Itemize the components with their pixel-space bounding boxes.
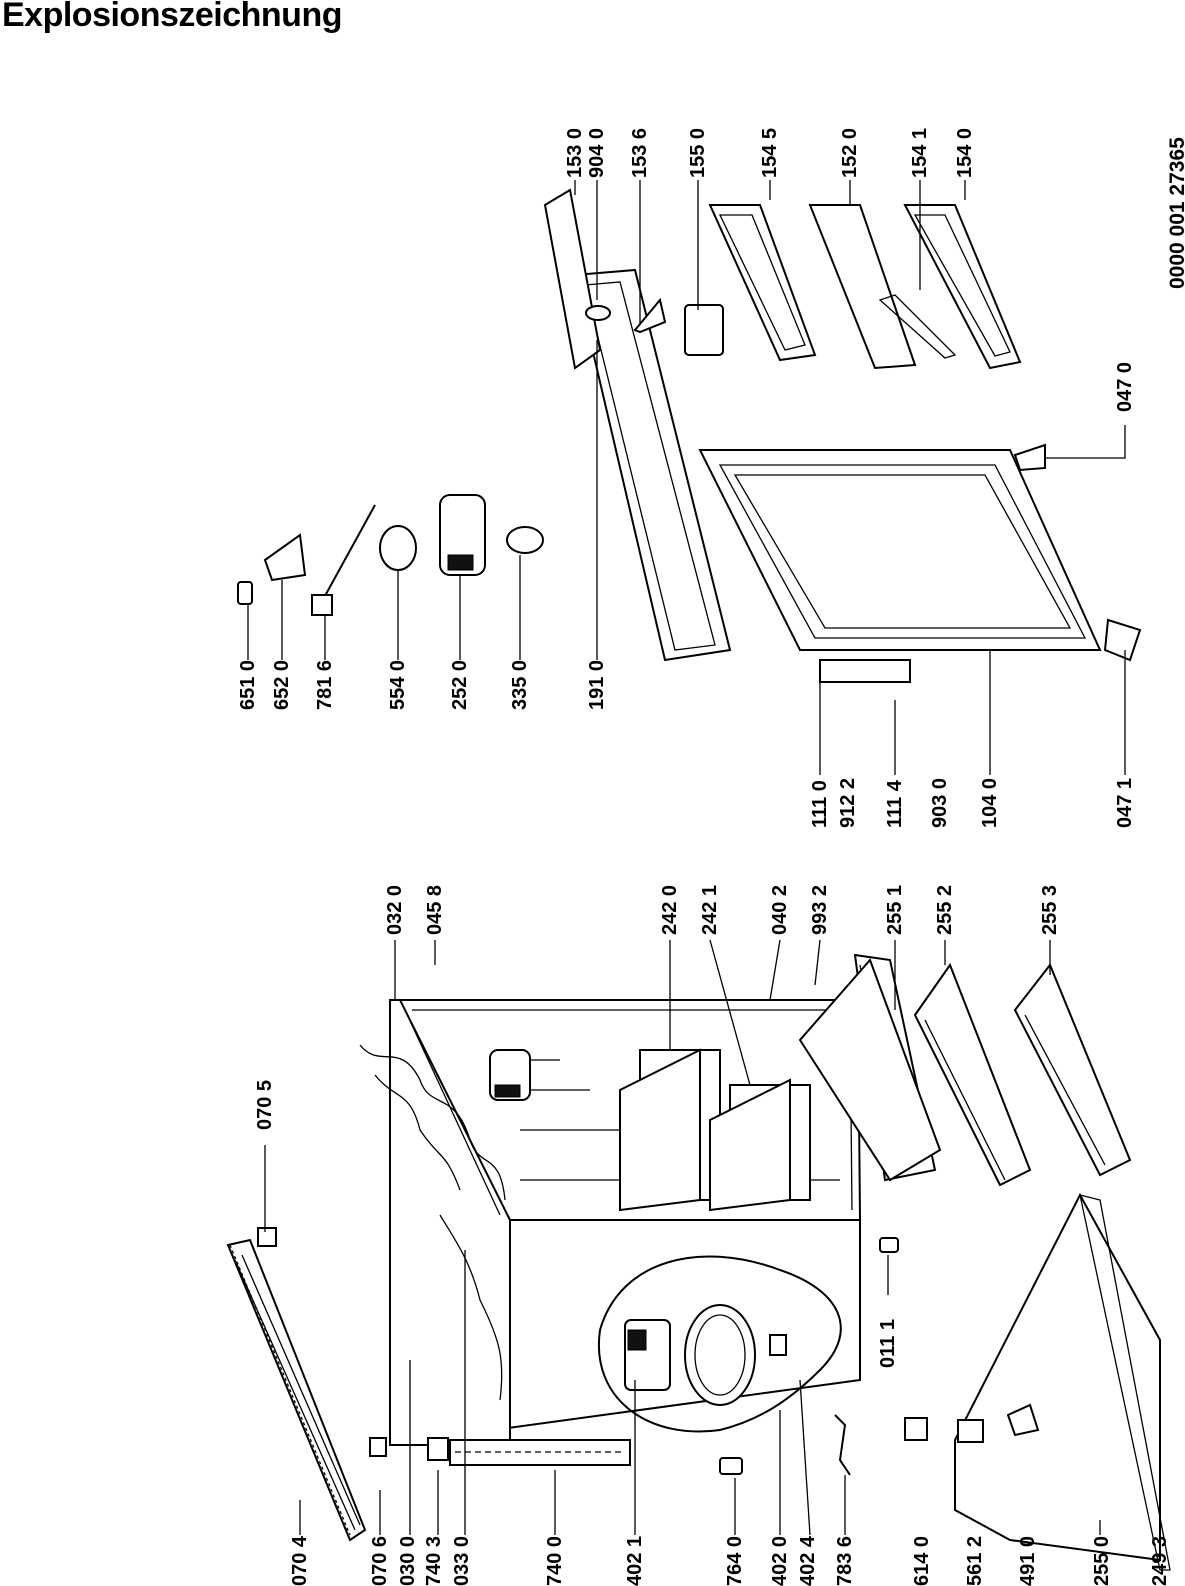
part-label: 153 0 <box>564 127 586 178</box>
part-label: 045 8 <box>424 884 446 935</box>
compressor-area <box>597 1255 842 1433</box>
part-label: 153 6 <box>629 127 651 178</box>
door-seal <box>573 268 732 662</box>
part-label: 993 2 <box>809 884 831 935</box>
part-label: 104 0 <box>979 777 1001 828</box>
condenser-grille <box>226 1238 367 1542</box>
part-label: 154 1 <box>909 127 931 178</box>
part-label: 402 4 <box>797 1535 819 1586</box>
part-label: 402 0 <box>769 1535 791 1586</box>
part-label: 781 6 <box>314 659 336 710</box>
part-label: 154 0 <box>954 127 976 178</box>
part-label: 070 6 <box>369 1535 391 1586</box>
drawing-title: Explosionszeichnung <box>2 0 342 34</box>
control-parts <box>237 494 544 616</box>
part-label: 652 0 <box>271 659 293 710</box>
part-label: 335 0 <box>509 659 531 710</box>
part-label: 740 3 <box>423 1535 445 1586</box>
part-label: 242 0 <box>659 884 681 935</box>
part-label: 249 3 <box>1149 1535 1171 1586</box>
part-label: 242 1 <box>699 884 721 935</box>
door <box>698 449 1102 683</box>
part-label: 047 0 <box>1114 361 1136 412</box>
part-label: 155 0 <box>687 127 709 178</box>
part-label: 040 2 <box>769 884 791 935</box>
part-label: 614 0 <box>911 1535 933 1586</box>
part-label: 651 0 <box>237 659 259 710</box>
part-label: 561 2 <box>964 1535 986 1586</box>
part-label: 152 0 <box>839 127 861 178</box>
part-label: 903 0 <box>929 777 951 828</box>
part-label: 904 0 <box>586 127 608 178</box>
part-label: 011 1 <box>877 1319 899 1368</box>
part-label: 764 0 <box>724 1535 746 1586</box>
door-bins <box>543 188 1022 370</box>
bottom-plate <box>954 1192 1171 1571</box>
part-label: 033 0 <box>451 1535 473 1586</box>
part-label: 111 4 <box>884 780 906 828</box>
part-label: 783 6 <box>834 1535 856 1586</box>
part-label: 255 2 <box>934 884 956 935</box>
part-label: 255 1 <box>884 884 906 935</box>
part-label: 111 0 <box>809 780 831 828</box>
part-label: 070 5 <box>254 1079 276 1130</box>
part-label: 255 0 <box>1091 1535 1113 1586</box>
part-label: 070 4 <box>289 1535 311 1586</box>
part-label: 032 0 <box>384 884 406 935</box>
part-label: 255 3 <box>1039 884 1061 935</box>
part-label: 740 0 <box>544 1535 566 1586</box>
wire-condenser <box>449 1439 631 1466</box>
hinge-parts <box>257 443 1142 1476</box>
part-label: 191 0 <box>586 659 608 710</box>
part-label: 030 0 <box>397 1535 419 1586</box>
part-label: 912 2 <box>837 777 859 828</box>
part-label: 402 1 <box>624 1535 646 1586</box>
part-label: 047 1 <box>1114 777 1136 828</box>
cabinet <box>359 999 862 1446</box>
part-label: 154 5 <box>759 127 781 178</box>
leader-lines <box>247 180 1161 1560</box>
glass-shelves <box>798 953 1132 1187</box>
part-label: 252 0 <box>449 659 471 710</box>
part-label: 491 0 <box>1017 1535 1039 1586</box>
part-label: 554 0 <box>387 659 409 710</box>
